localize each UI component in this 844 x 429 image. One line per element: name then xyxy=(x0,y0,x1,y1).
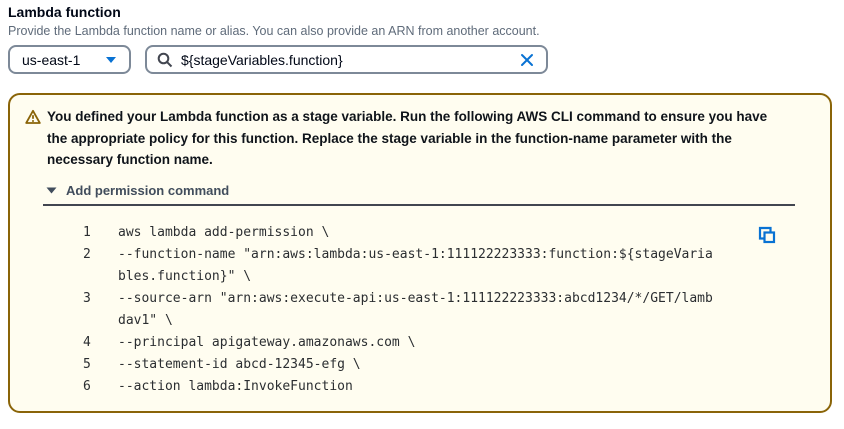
search-icon xyxy=(157,52,173,68)
alert-message: You defined your Lambda function as a st… xyxy=(47,109,768,167)
line-number: 5 xyxy=(83,356,91,372)
page-title: Lambda function xyxy=(8,4,121,20)
line-number: 6 xyxy=(83,378,91,394)
caret-down-filled-icon xyxy=(46,187,57,194)
page-description: Provide the Lambda function name or alia… xyxy=(8,24,540,38)
lambda-function-panel: Lambda function Provide the Lambda funct… xyxy=(8,4,844,413)
expander-label: Add permission command xyxy=(66,182,230,198)
code-line: 4 --principal apigateway.amazonaws.com \ xyxy=(25,332,814,354)
code-text: --function-name "arn:aws:lambda:us-east-… xyxy=(118,246,713,262)
alert-header: You defined your Lambda function as a st… xyxy=(25,106,814,171)
region-dropdown[interactable]: us-east-1 xyxy=(8,45,131,74)
code-text: bles.function}" \ xyxy=(118,268,252,284)
code-line: 5 --statement-id abcd-12345-efg \ xyxy=(25,354,814,376)
line-number: 3 xyxy=(83,290,91,306)
warning-alert: You defined your Lambda function as a st… xyxy=(8,93,832,413)
code-text: --statement-id abcd-12345-efg \ xyxy=(118,356,361,372)
expander-divider xyxy=(43,203,795,206)
caret-down-icon xyxy=(105,56,117,64)
add-permission-expander[interactable]: Add permission command xyxy=(46,183,229,198)
line-number: 4 xyxy=(83,334,91,350)
code-text: --action lambda:InvokeFunction xyxy=(118,378,353,394)
code-text: --principal apigateway.amazonaws.com \ xyxy=(118,334,416,350)
code-text: dav1" \ xyxy=(118,312,173,328)
code-line: 6 --action lambda:InvokeFunction xyxy=(25,376,814,398)
warning-triangle-icon xyxy=(25,109,41,171)
region-dropdown-value: us-east-1 xyxy=(22,51,81,68)
line-number: 2 xyxy=(83,246,91,262)
code-line: 2 --function-name "arn:aws:lambda:us-east… xyxy=(25,244,814,266)
line-number: 1 xyxy=(83,224,91,240)
clear-x-icon[interactable] xyxy=(518,51,536,69)
code-text: --source-arn "arn:aws:execute-api:us-eas… xyxy=(118,290,713,306)
controls-row: us-east-1 xyxy=(8,45,844,74)
code-text: aws lambda add-permission \ xyxy=(118,224,330,240)
code-line: 1 aws lambda add-permission \ xyxy=(25,222,814,244)
lambda-function-search[interactable] xyxy=(145,45,548,74)
code-line: 3 --source-arn "arn:aws:execute-api:us-ea… xyxy=(25,288,814,310)
code-line: dav1" \ xyxy=(25,310,814,332)
search-input[interactable] xyxy=(181,51,510,68)
copy-icon[interactable] xyxy=(757,225,777,245)
code-line: bles.function}" \ xyxy=(25,266,814,288)
code-block: 1 aws lambda add-permission \ 2 --function-… xyxy=(25,222,814,398)
